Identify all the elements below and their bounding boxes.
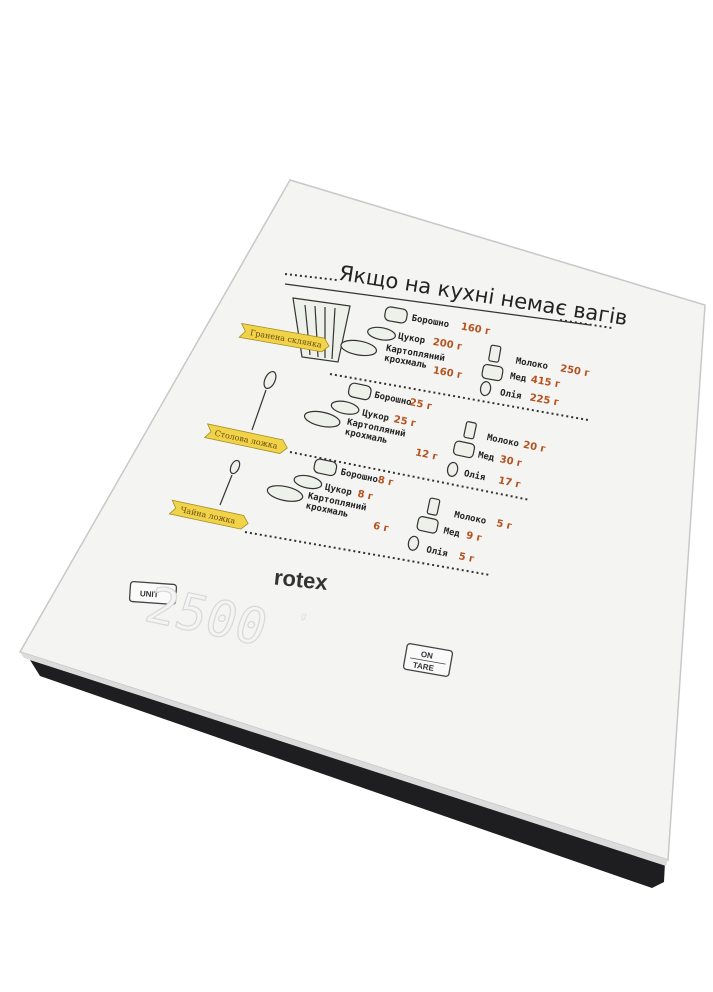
ingredient-value: 415 г [530, 374, 561, 390]
sugar-bowl-icon [330, 400, 360, 415]
section-divider [244, 531, 491, 576]
unit-button[interactable]: UNIT [128, 580, 178, 606]
honey-jar-icon [481, 363, 504, 382]
flour-bag-icon [347, 382, 372, 401]
ingredient-name: Мед [477, 451, 496, 464]
glass-edge-highlight [20, 652, 668, 866]
ribbon-teaspoon [168, 499, 249, 530]
ingredient-value: 6 г [372, 521, 390, 535]
teaspoon-icon [219, 459, 241, 506]
honey-jar-icon [416, 516, 439, 534]
ribbon-glass [238, 322, 330, 353]
flour-bag-icon [313, 458, 338, 477]
ingredient-value: 160 г [460, 321, 491, 337]
milk-bottle-icon [488, 344, 502, 363]
ingredient-name: Олія [425, 544, 449, 559]
display-unit: g [299, 611, 308, 622]
ingredient-value: 5 г [458, 551, 476, 565]
title-underline [284, 283, 591, 326]
ingredient-name: Мед [509, 372, 527, 385]
ingredient-value: 5 г [495, 518, 513, 532]
milk-bottle-icon [463, 421, 477, 440]
ingredient-value: 250 г [559, 363, 590, 379]
ingredient-value: 20 г [522, 440, 546, 455]
scale-base [30, 660, 665, 888]
ingredient-name: Цукор [397, 332, 426, 347]
on-label: ON [420, 650, 434, 661]
oil-jug-icon [446, 461, 459, 477]
ingredient-value: 160 г [432, 365, 463, 381]
tablespoon-icon [251, 370, 277, 431]
ribbon-tablespoon [203, 423, 288, 454]
ingredient-value: 9 г [465, 530, 483, 544]
flour-bag-icon [384, 306, 408, 324]
ingredient-value: 8 г [377, 475, 395, 489]
ingredient-value: 25 г [393, 414, 417, 429]
potatoes-icon [303, 410, 341, 428]
potatoes-icon [266, 485, 304, 502]
milk-bottle-icon [426, 497, 441, 516]
section-divider [289, 451, 531, 501]
ingredient-name: Олія [463, 468, 487, 483]
tare-label: TARE [412, 661, 435, 674]
ingredient-value: 25 г [408, 397, 432, 412]
ingredient-name: Олія [499, 387, 522, 402]
oil-jug-icon [407, 535, 420, 551]
honey-jar-icon [452, 440, 476, 459]
ingredient-value: 200 г [432, 337, 463, 353]
ingredient-name: Мед [443, 526, 462, 539]
ingredient-value: 17 г [497, 475, 521, 490]
sugar-bowl-icon [293, 474, 323, 490]
title-dots-right [559, 319, 613, 329]
sugar-bowl-icon [367, 326, 396, 341]
potatoes-icon [340, 339, 378, 357]
on-tare-button[interactable]: ON TARE [402, 643, 454, 677]
ingredient-value: 12 г [414, 447, 438, 462]
ingredient-value: 30 г [499, 454, 523, 469]
unit-button-label: UNIT [140, 589, 159, 599]
brand-logo: rotex [273, 565, 330, 596]
oil-jug-icon [479, 381, 492, 397]
ingredient-value: 8 г [356, 489, 374, 503]
ingredient-value: 225 г [529, 392, 560, 408]
title-dots-left [284, 273, 338, 281]
section-divider [329, 373, 589, 421]
